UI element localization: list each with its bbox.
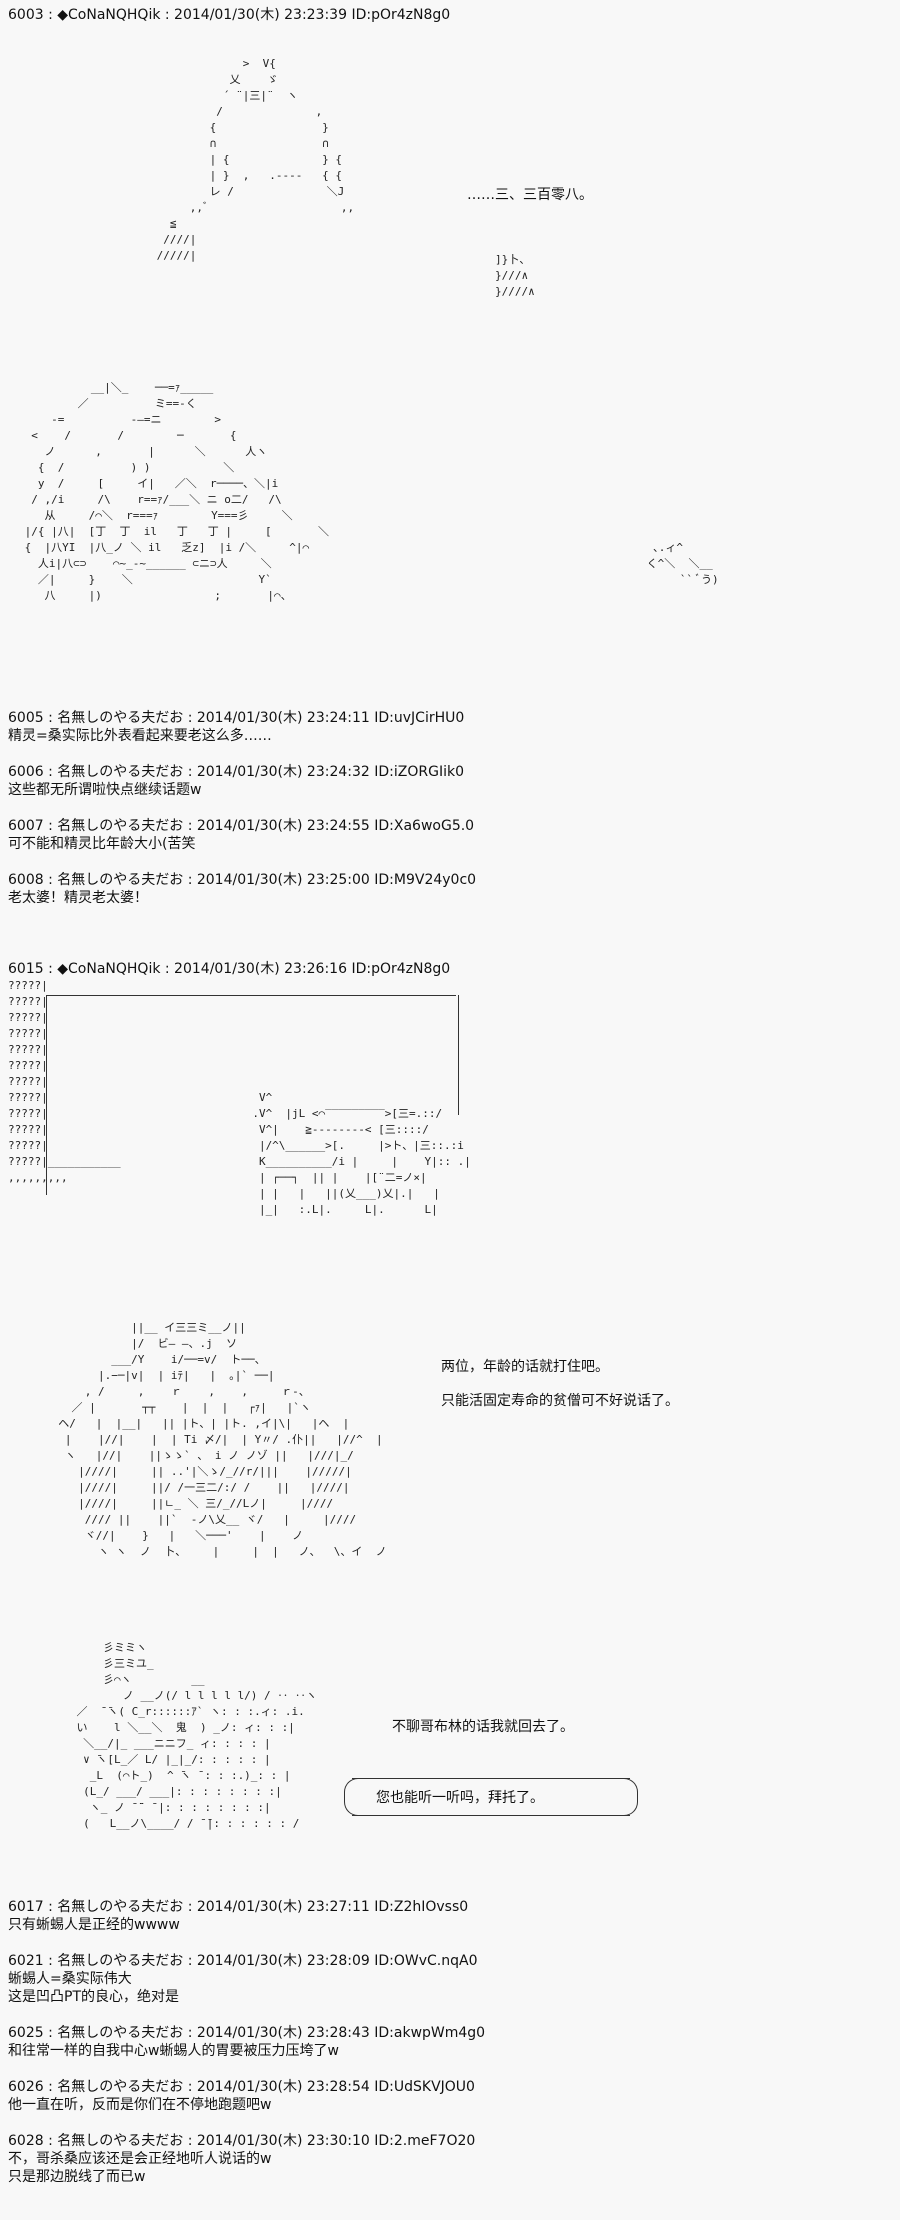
ascii-art-monk: ||__ イ三三ミ__ノ|| |/ ビ― ―、.j ソ ___/Y i/──=v… [58,1321,387,1558]
speech-bubble-text: 您也能听一听吗，拜托了。 [376,1790,544,1806]
post-body-line: 不，哥杀桑应该还是会正经地听人说话的w [8,2151,272,2167]
post-6006: 6006 : 名無しのやる夫だお : 2014/01/30(木) 23:24:3… [8,763,464,799]
post-6026: 6026 : 名無しのやる夫だお : 2014/01/30(木) 23:28:5… [8,2078,475,2114]
post-body-line: 只是那边脱线了而已w [8,2169,146,2185]
dialogue-line: 两位，年龄的话就打住吧。 [441,1359,609,1375]
post-body-line: 和往常一样的自我中心w蜥蜴人的胃要被压力压垮了w [8,2043,339,2059]
post-body-line: 只有蜥蜴人是正经的wwww [8,1917,180,1933]
post-6003: 6003 : ◆CoNaNQHQik : 2014/01/30(木) 23:23… [8,6,450,24]
post-header: 6006 : 名無しのやる夫だお : 2014/01/30(木) 23:24:3… [8,764,464,780]
post-header: 6021 : 名無しのやる夫だお : 2014/01/30(木) 23:28:0… [8,1953,478,1969]
post-6015: 6015 : ◆CoNaNQHQik : 2014/01/30(木) 23:26… [8,960,450,978]
post-header: 6017 : 名無しのやる夫だお : 2014/01/30(木) 23:27:1… [8,1899,469,1915]
ascii-art-elf-right: ]}卜、 }///∧ }////∧ [495,253,535,298]
ascii-art-table: V^ .V^ |jL <⌒‾‾‾‾‾‾‾‾‾>[三=.::/ V^| ≧-‐‐‐… [252,1091,471,1216]
ascii-art-frame: ?????| ?????| ?????| ?????| ?????| ?????… [8,979,121,1184]
dialogue-count: ……三、三百零八。 [467,187,593,203]
post-body-line: 这些都无所谓啦快点继续话题w [8,782,202,798]
post-header: 6015 : ◆CoNaNQHQik : 2014/01/30(木) 23:26… [8,961,451,977]
dialogue-line: 只能活固定寿命的贫僧可不好说话了。 [441,1393,679,1409]
post-body-line: 老太婆！精灵老太婆！ [8,890,148,906]
ascii-art-crowd: __|＼_ ──=ｧ_____ ／ ミ==-く -= -―=ニ > < / / … [24,381,330,602]
post-6028: 6028 : 名無しのやる夫だお : 2014/01/30(木) 23:30:1… [8,2132,475,2186]
dialogue-line: 不聊哥布林的话我就回去了。 [392,1719,574,1735]
post-header: 6008 : 名無しのやる夫だお : 2014/01/30(木) 23:25:0… [8,872,477,888]
post-body-line: 这是凹凸PT的良心，绝对是 [8,1989,179,2005]
ascii-art-crowd-right: ､.ィ^ く^＼ ＼__ `` ﾞう) [646,541,719,586]
post-6008: 6008 : 名無しのやる夫だお : 2014/01/30(木) 23:25:0… [8,871,476,907]
post-body-line: 他一直在听，反而是你们在不停地跑题吧w [8,2097,272,2113]
post-6021: 6021 : 名無しのやる夫だお : 2014/01/30(木) 23:28:0… [8,1952,478,2006]
post-body-line: 精灵=桑实际比外表看起来要老这么多…… [8,728,272,744]
post-body-line: 蜥蜴人=桑实际伟大 [8,1971,132,1987]
speech-bubble: 您也能听一听吗，拜托了。 [344,1778,638,1816]
ascii-art-elf: > V{ 乂 ゞ ´ ¨|三|¨ ヽ / , { } ∩ ∩ | { } { |… [156,57,355,262]
post-header: 6028 : 名無しのやる夫だお : 2014/01/30(木) 23:30:1… [8,2133,476,2149]
frame-left-line [46,995,47,1195]
post-6017: 6017 : 名無しのやる夫だお : 2014/01/30(木) 23:27:1… [8,1898,468,1934]
post-header: 6003 : ◆CoNaNQHQik : 2014/01/30(木) 23:23… [8,7,451,23]
post-header: 6025 : 名無しのやる夫だお : 2014/01/30(木) 23:28:4… [8,2025,486,2041]
post-header: 6007 : 名無しのやる夫だお : 2014/01/30(木) 23:24:5… [8,818,475,834]
frame-right-line [458,995,459,1115]
post-header: 6026 : 名無しのやる夫だお : 2014/01/30(木) 23:28:5… [8,2079,475,2095]
ascii-art-goblin-slayer: 彡ミミヽ 彡三ミユ_ 彡⌒ヽ __ ノ __ノ(/ l l l l l/) / … [76,1641,317,1830]
post-header: 6005 : 名無しのやる夫だお : 2014/01/30(木) 23:24:1… [8,710,465,726]
frame-top-line [46,995,456,996]
post-6007: 6007 : 名無しのやる夫だお : 2014/01/30(木) 23:24:5… [8,817,474,853]
post-body-line: 可不能和精灵比年龄大小(苦笑 [8,836,196,852]
post-6025: 6025 : 名無しのやる夫だお : 2014/01/30(木) 23:28:4… [8,2024,485,2060]
post-6005: 6005 : 名無しのやる夫だお : 2014/01/30(木) 23:24:1… [8,709,464,745]
